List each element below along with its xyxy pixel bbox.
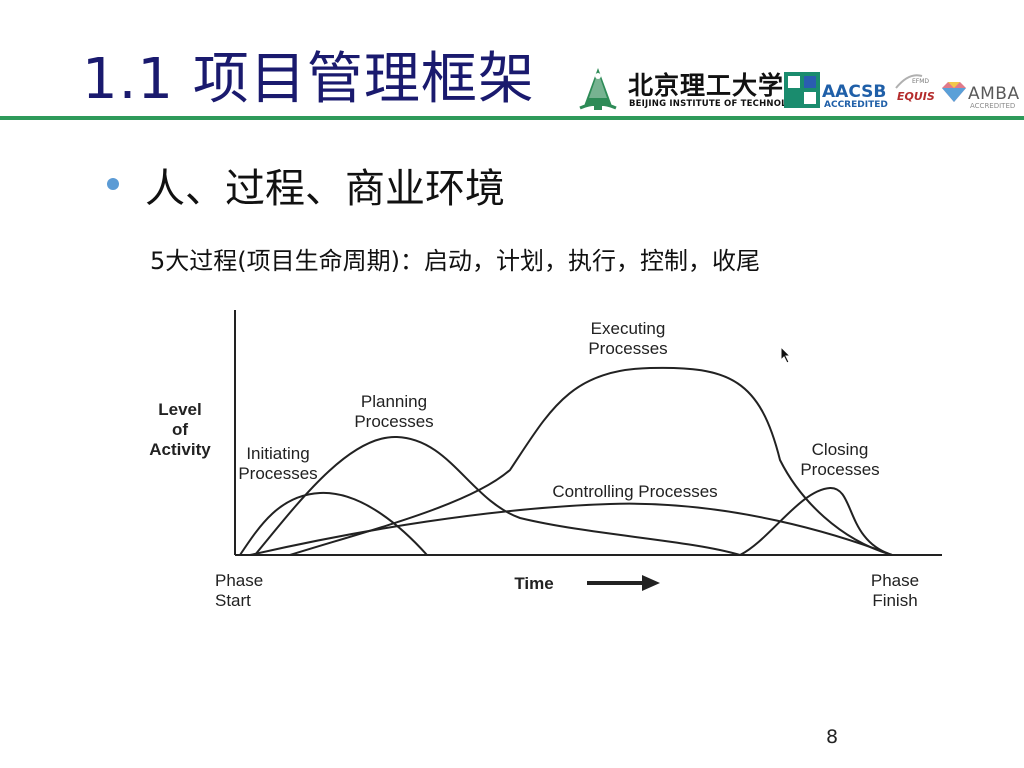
bit-emblem-icon bbox=[579, 68, 617, 110]
planning-label: Planning Processes bbox=[354, 392, 434, 431]
closing-curve bbox=[739, 486, 893, 556]
initiating-label: Initiating Processes bbox=[238, 444, 318, 483]
bullet-heading: 人、过程、商业环境 bbox=[145, 166, 505, 212]
bullet-icon bbox=[107, 178, 119, 190]
equis-logo-text: EQUIS bbox=[897, 90, 935, 103]
phase-start-label: Phase Start bbox=[215, 571, 264, 610]
closing-label: Closing Processes bbox=[800, 440, 880, 479]
efmd-logo-text: EFMD bbox=[912, 78, 930, 85]
amba-logo-text: AMBA bbox=[968, 84, 1020, 104]
x-axis-label: Time bbox=[514, 574, 554, 593]
equis-swoosh-icon bbox=[895, 74, 923, 89]
mouse-pointer-icon bbox=[780, 346, 792, 364]
logo-bar: 北京理工大学 BEIJING INSTITUTE OF TECHNOLOGY A… bbox=[572, 62, 1024, 114]
page-number: 8 bbox=[826, 726, 839, 748]
slide-title: 1.1 项目管理框架 bbox=[82, 47, 535, 112]
process-group-chart: Level of Activity Time Phase Start Phase… bbox=[140, 300, 960, 620]
phase-finish-label: Phase Finish bbox=[870, 571, 920, 610]
title-divider bbox=[0, 116, 1024, 120]
executing-curve bbox=[289, 366, 893, 556]
aacsb-logo-sub: ACCREDITED bbox=[824, 100, 888, 110]
initiating-curve bbox=[239, 491, 428, 556]
planning-curve bbox=[254, 435, 741, 556]
aacsb-emblem-icon bbox=[784, 72, 820, 108]
controlling-curve bbox=[249, 502, 893, 556]
executing-label: Executing Processes bbox=[588, 319, 668, 358]
university-name-cn: 北京理工大学 bbox=[628, 71, 785, 100]
aacsb-logo-text: AACSB bbox=[822, 82, 887, 102]
chart-canvas bbox=[234, 310, 942, 591]
amba-logo-sub: ACCREDITED bbox=[970, 102, 1016, 110]
amba-diamond-icon bbox=[942, 82, 966, 102]
bullet-subtext: 5大过程(项目生命周期)：启动，计划，执行，控制，收尾 bbox=[150, 247, 760, 275]
controlling-label: Controlling Processes bbox=[552, 482, 718, 501]
y-axis-label: Level of Activity bbox=[149, 400, 211, 459]
university-name-en: BEIJING INSTITUTE OF TECHNOLOGY bbox=[629, 99, 808, 109]
time-arrow-icon bbox=[642, 575, 660, 591]
